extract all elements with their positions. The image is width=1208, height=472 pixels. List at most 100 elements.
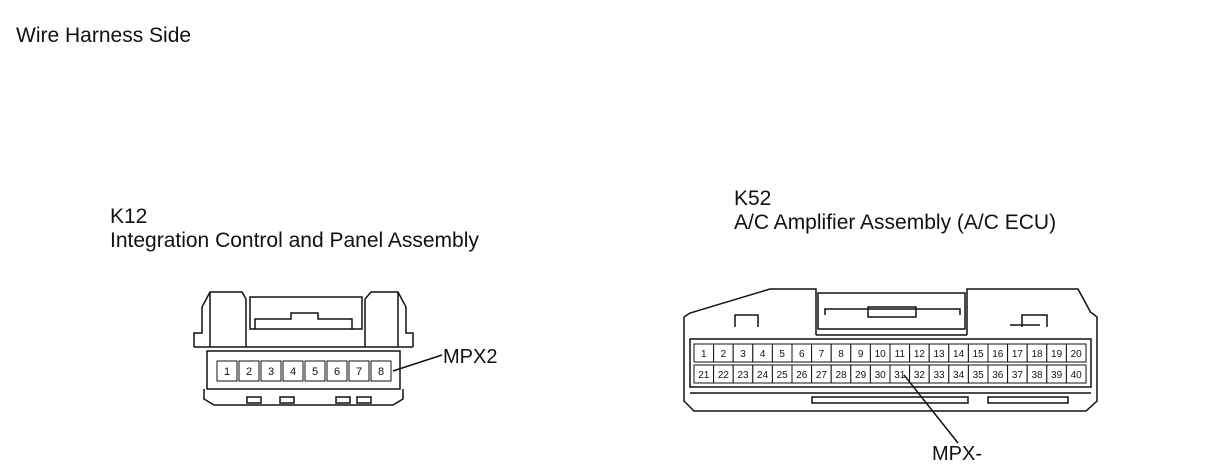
svg-text:9: 9 xyxy=(858,349,864,360)
k12-connector-name: Integration Control and Panel Assembly xyxy=(110,229,479,252)
k52-connector-name: A/C Amplifier Assembly (A/C ECU) xyxy=(734,211,1057,234)
svg-text:2: 2 xyxy=(721,349,727,360)
svg-text:22: 22 xyxy=(718,370,730,381)
svg-text:28: 28 xyxy=(835,370,847,381)
k52-pin-33: 33 xyxy=(928,364,950,384)
svg-text:7: 7 xyxy=(819,349,825,360)
svg-text:21: 21 xyxy=(698,370,710,381)
k52-pin-21: 21 xyxy=(693,364,715,384)
svg-text:30: 30 xyxy=(875,370,887,381)
k52-pin-11: 11 xyxy=(889,343,911,363)
svg-text:6: 6 xyxy=(799,349,805,360)
k52-pin-20: 20 xyxy=(1065,343,1087,363)
k52-pin-35: 35 xyxy=(967,364,989,384)
k52-pin-14: 14 xyxy=(948,343,969,363)
svg-text:36: 36 xyxy=(992,370,1004,381)
k12-pin-grid: 1 2 3 4 5 6 7 8 xyxy=(216,360,392,382)
svg-text:3: 3 xyxy=(268,366,274,378)
k12-pin-3: 3 xyxy=(260,360,282,382)
svg-text:37: 37 xyxy=(1012,370,1024,381)
k52-pin-6: 6 xyxy=(791,343,813,363)
svg-text:17: 17 xyxy=(1012,349,1024,360)
svg-text:13: 13 xyxy=(933,349,945,360)
k52-connector-housing xyxy=(683,288,1098,412)
k52-pin-24: 24 xyxy=(752,364,773,384)
k12-pin-5: 5 xyxy=(304,360,326,382)
svg-text:35: 35 xyxy=(973,370,985,381)
k52-pin-15: 15 xyxy=(967,343,989,363)
k52-pin-39: 39 xyxy=(1046,364,1067,384)
k12-callout-label: MPX2 xyxy=(443,346,497,368)
k52-pin-19: 19 xyxy=(1046,343,1067,363)
k52-connector-code: K52 xyxy=(734,187,772,210)
k52-pin-22: 22 xyxy=(713,364,734,384)
svg-text:1: 1 xyxy=(701,349,707,360)
k52-pin-23: 23 xyxy=(732,364,754,384)
k52-pin-3: 3 xyxy=(732,343,754,363)
k52-pin-7: 7 xyxy=(811,343,832,363)
svg-text:23: 23 xyxy=(737,370,749,381)
svg-text:8: 8 xyxy=(378,366,384,378)
page-title: Wire Harness Side xyxy=(16,24,192,47)
svg-text:26: 26 xyxy=(796,370,808,381)
k52-pin-18: 18 xyxy=(1026,343,1048,363)
k52-pin-29: 29 xyxy=(850,364,871,384)
svg-text:34: 34 xyxy=(953,370,965,381)
k52-callout-label: MPX- xyxy=(932,443,982,465)
k52-pin-26: 26 xyxy=(791,364,813,384)
k52-pin-34: 34 xyxy=(948,364,969,384)
k52-pin-36: 36 xyxy=(987,364,1009,384)
svg-text:27: 27 xyxy=(816,370,828,381)
svg-text:3: 3 xyxy=(740,349,746,360)
svg-text:12: 12 xyxy=(914,349,926,360)
k52-pin-8: 8 xyxy=(830,343,852,363)
k52-pin-12: 12 xyxy=(909,343,930,363)
svg-text:2: 2 xyxy=(246,366,252,378)
svg-text:32: 32 xyxy=(914,370,926,381)
k52-pin-9: 9 xyxy=(850,343,871,363)
k52-pin-37: 37 xyxy=(1007,364,1028,384)
svg-text:6: 6 xyxy=(334,366,340,378)
svg-text:14: 14 xyxy=(953,349,965,360)
svg-text:5: 5 xyxy=(779,349,785,360)
svg-text:1: 1 xyxy=(224,366,230,378)
k12-pin-8: 8 xyxy=(370,360,392,382)
k12-callout-leader xyxy=(392,354,443,372)
k52-pin-27: 27 xyxy=(811,364,832,384)
k12-pin-7: 7 xyxy=(348,360,370,382)
k52-pin-1: 1 xyxy=(693,343,715,363)
svg-text:16: 16 xyxy=(992,349,1004,360)
k52-pin-10: 10 xyxy=(869,343,891,363)
svg-text:8: 8 xyxy=(838,349,844,360)
svg-text:10: 10 xyxy=(875,349,887,360)
svg-text:39: 39 xyxy=(1051,370,1063,381)
svg-text:25: 25 xyxy=(777,370,789,381)
k12-connector-code: K12 xyxy=(110,205,148,228)
svg-text:33: 33 xyxy=(933,370,945,381)
svg-text:31: 31 xyxy=(894,370,906,381)
k52-pin-40: 40 xyxy=(1065,364,1087,384)
svg-text:7: 7 xyxy=(356,366,362,378)
k12-pin-4: 4 xyxy=(282,360,304,382)
svg-text:4: 4 xyxy=(290,366,296,378)
k12-connector-diagram: 1 2 3 4 5 6 7 8 MPX2 xyxy=(193,291,497,406)
k52-pin-4: 4 xyxy=(752,343,773,363)
k52-pin-28: 28 xyxy=(830,364,852,384)
k52-pin-30: 30 xyxy=(869,364,891,384)
k52-pin-5: 5 xyxy=(771,343,793,363)
svg-text:4: 4 xyxy=(760,349,766,360)
k52-pin-13: 13 xyxy=(928,343,950,363)
svg-text:5: 5 xyxy=(312,366,318,378)
k52-pin-38: 38 xyxy=(1026,364,1048,384)
k12-connector-housing xyxy=(193,291,414,406)
k12-pin-1: 1 xyxy=(216,360,238,382)
k12-pin-2: 2 xyxy=(238,360,260,382)
k52-pin-32: 32 xyxy=(909,364,930,384)
k52-pin-2: 2 xyxy=(713,343,734,363)
svg-text:24: 24 xyxy=(757,370,769,381)
svg-text:18: 18 xyxy=(1031,349,1043,360)
svg-text:11: 11 xyxy=(895,349,906,360)
k52-pin-31: 31 xyxy=(889,364,911,384)
